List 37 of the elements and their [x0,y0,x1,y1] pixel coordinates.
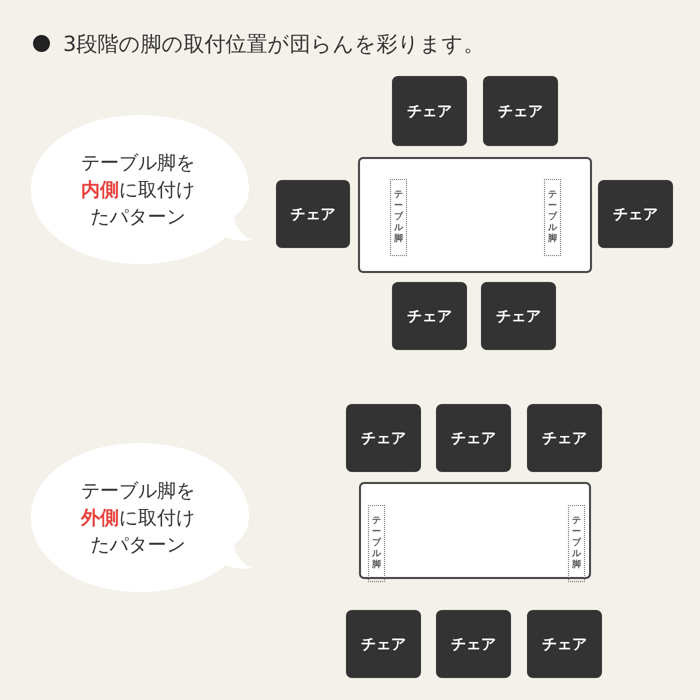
table-leg-outline [368,505,385,582]
chair-square [527,404,602,472]
chair-label: チェア [361,634,406,654]
chair-label: チェア [498,102,543,120]
chair-label: チェア [290,204,336,224]
table-rectangle [358,157,592,273]
chair-square [436,404,511,472]
chair-square [346,404,421,472]
chair-square [392,282,467,350]
chair-square [392,76,467,146]
chair-square [527,610,602,678]
chair-label: チェア [451,634,496,654]
chair-label: チェア [542,634,587,654]
chair-label: チェア [451,428,496,448]
chair-square [483,76,558,146]
table-leg-outline [568,505,585,582]
table-rectangle [359,482,591,579]
chair-label: チェア [613,204,658,224]
chair-square [346,610,421,678]
leg-label: テーブル脚 [372,516,382,571]
chair-label: チェア [361,428,406,448]
chair-square [276,180,350,248]
chair-square [598,180,673,248]
leg-label: テーブル脚 [548,190,558,245]
chair-square [481,282,556,350]
chair-label: チェア [407,306,452,326]
chair-square [436,610,511,678]
chair-label: チェア [542,428,587,448]
title: 3段階の脚の取付位置が団らんを彩ります。 [63,31,484,58]
chair-label: チェア [496,306,541,326]
leg-label: テーブル脚 [394,190,404,245]
chair-label: チェア [407,102,452,120]
table-leg-outline [544,179,561,256]
leg-label: テーブル脚 [572,516,582,571]
bubble-text: テーブル脚を内側に取付けたパターン [80,151,196,230]
bubble-text: テーブル脚を外側に取付けたパターン [80,479,196,558]
table-leg-outline [390,179,407,256]
